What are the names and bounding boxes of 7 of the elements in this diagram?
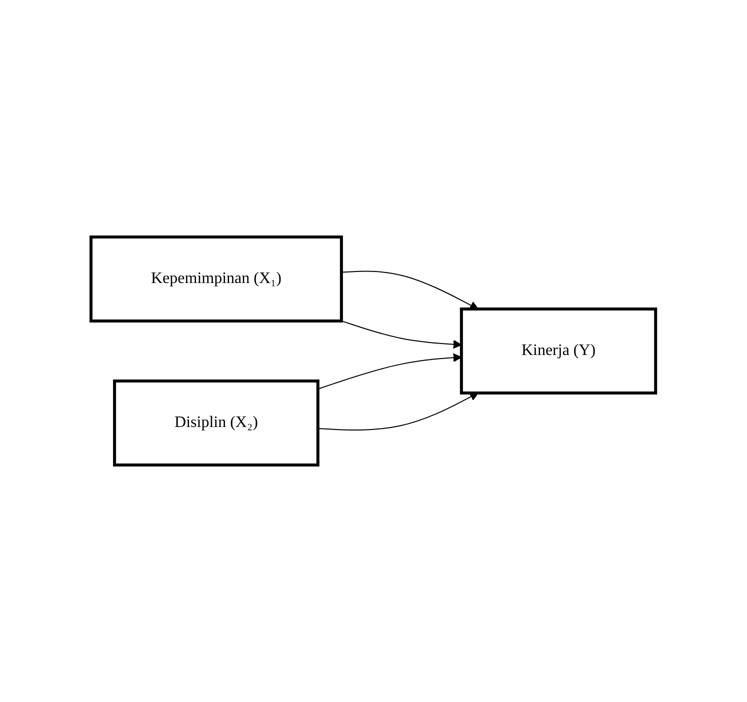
arrow — [318, 392, 479, 430]
node-box: Kepemimpinan (X₁) — [90, 236, 344, 322]
arrow — [341, 270, 479, 310]
node-box: Kinerja (Y) — [460, 308, 658, 394]
node-box: Disiplin (X₂) — [113, 380, 320, 466]
arrow — [318, 353, 462, 390]
arrow — [341, 320, 462, 349]
